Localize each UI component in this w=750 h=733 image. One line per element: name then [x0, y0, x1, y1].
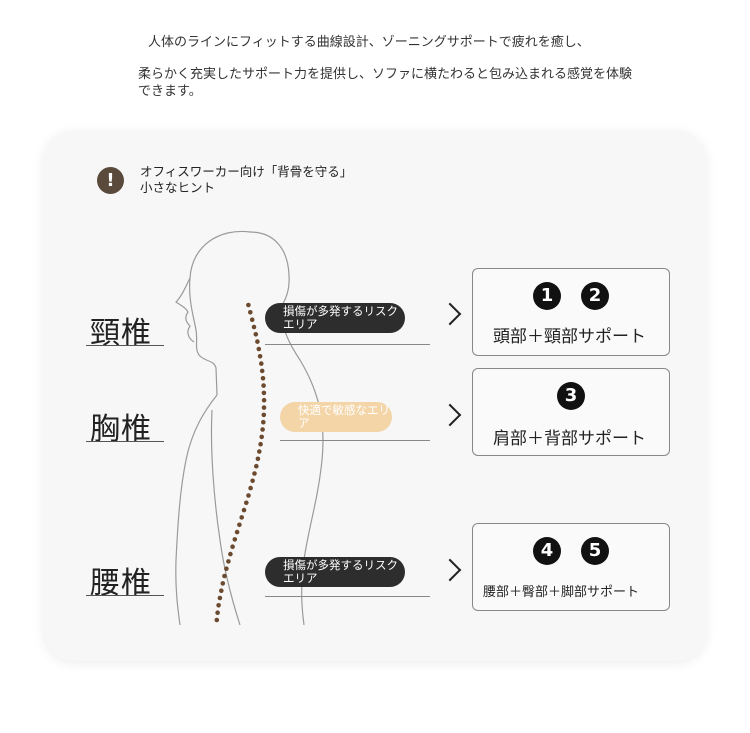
- spine-dot: [248, 310, 253, 315]
- spine-dot: [259, 361, 264, 366]
- spine-dot: [239, 515, 244, 520]
- spine-dot: [246, 302, 251, 308]
- spine-dot: [241, 507, 247, 513]
- intro-line-2: 柔らかく充実したサポート力を提供し、ソファに横たわると包み込まれる感覚を体験でき…: [138, 67, 633, 99]
- spine-dot: [257, 449, 262, 454]
- support-box-cervical: [472, 268, 670, 356]
- number-badge: 5: [581, 537, 609, 565]
- spine-dot: [258, 441, 263, 447]
- spine-dot: [260, 376, 266, 381]
- spine-dot: [217, 595, 223, 601]
- spine-dot: [261, 383, 266, 388]
- spine-dot: [246, 493, 251, 498]
- spine-dot: [250, 478, 255, 484]
- spine-dot: [249, 317, 255, 323]
- region-underline: [86, 441, 164, 442]
- comfort-tag-thoracic: 快適で敏感なエリア: [280, 402, 392, 432]
- spine-dot: [230, 544, 235, 549]
- spine-dot: [224, 566, 229, 571]
- spine-dot: [261, 390, 267, 396]
- spine-dot: [259, 434, 265, 440]
- spine-dot: [228, 551, 233, 557]
- spine-dot: [222, 573, 227, 579]
- tag-underline: [265, 596, 430, 597]
- hint-subtitle: 小さなヒント: [140, 180, 216, 195]
- spine-dot: [226, 559, 231, 564]
- support-box-lumbar: [472, 523, 670, 611]
- region-underline: [86, 345, 164, 346]
- spine-dot: [252, 471, 257, 476]
- support-label-cervical: 頭部＋頸部サポート: [493, 327, 646, 347]
- spine-dot: [261, 412, 267, 418]
- spine-dot: [259, 368, 265, 374]
- spine-dot: [248, 485, 253, 491]
- tag-underline: [265, 344, 430, 345]
- number-badge: 2: [581, 282, 609, 310]
- spine-dot: [216, 603, 221, 608]
- spine-dot: [255, 339, 260, 344]
- risk-tag-cervical: 損傷が多発するリスクエリア: [265, 303, 405, 333]
- spine-dot: [232, 537, 238, 542]
- support-label-thoracic: 肩部＋背部サポート: [493, 429, 646, 449]
- spine-dot: [214, 617, 220, 623]
- spine-dot: [256, 346, 262, 352]
- spine-dot: [220, 581, 226, 586]
- spine-dots: [214, 302, 267, 623]
- number-badge: 3: [557, 382, 585, 410]
- tag-underline: [280, 440, 430, 441]
- spine-dot: [260, 427, 265, 432]
- region-underline: [86, 595, 164, 596]
- spine-dot: [215, 610, 220, 615]
- spine-dot: [261, 405, 267, 410]
- risk-tag-lumbar: 損傷が多発するリスクエリア: [265, 557, 405, 587]
- exclamation-icon: !: [97, 167, 124, 194]
- spine-dot: [244, 500, 249, 506]
- spine-dot: [253, 332, 259, 337]
- number-badge: 4: [533, 537, 561, 565]
- hint-title: オフィスワーカー向け「背骨を守る」: [140, 164, 353, 179]
- hint-text: オフィスワーカー向け「背骨を守る」 小さなヒント: [140, 164, 352, 196]
- spine-dot: [219, 588, 224, 593]
- spine-dot: [261, 419, 266, 425]
- spine-dot: [253, 463, 259, 469]
- spine-dot: [257, 354, 263, 359]
- spine-dot: [237, 522, 242, 528]
- intro-line-1: 人体のラインにフィットする曲線設計、ゾーニングサポートで疲れを癒し、: [148, 35, 590, 50]
- spine-dot: [261, 397, 267, 403]
- spine-dot: [255, 456, 261, 462]
- spine-dot: [234, 529, 240, 535]
- spine-dot: [251, 324, 257, 330]
- number-badge: 1: [533, 282, 561, 310]
- support-label-lumbar: 腰部＋臀部＋脚部サポート: [483, 585, 640, 600]
